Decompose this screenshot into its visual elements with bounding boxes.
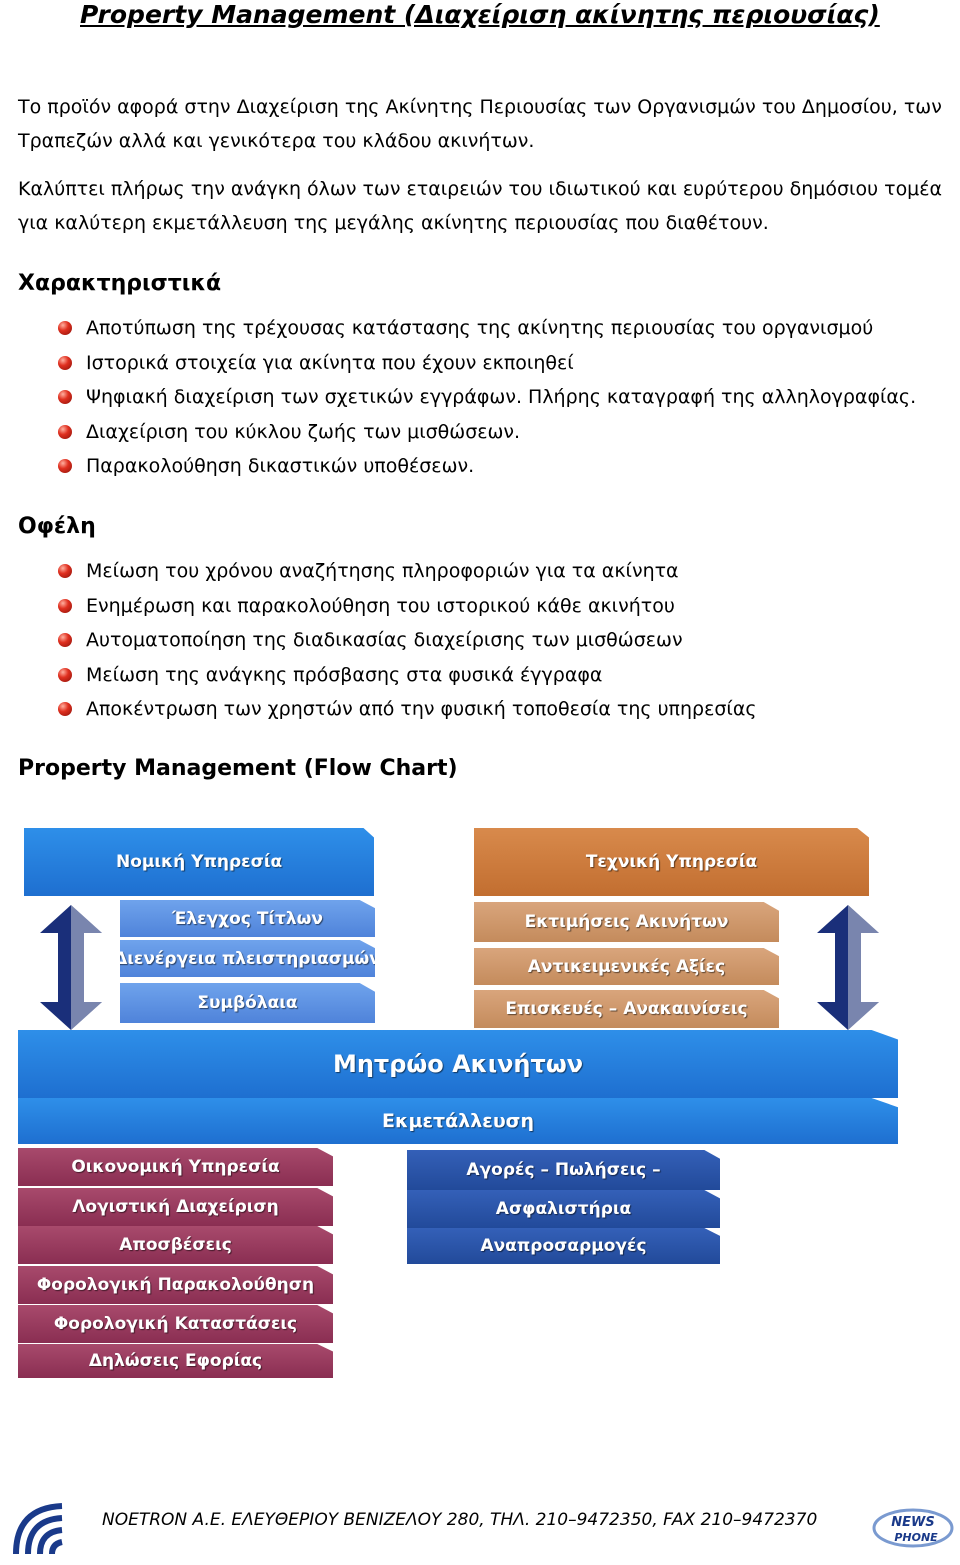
- flowchart-heading: Property Management (Flow Chart): [18, 756, 458, 781]
- list-item: Μείωση του χρόνου αναζήτησης πληροφοριών…: [58, 554, 757, 589]
- list-item-text: Ενημέρωση και παρακολούθηση του ιστορικο…: [86, 594, 675, 617]
- exploitation-banner: Εκμετάλλευση: [18, 1098, 898, 1144]
- commercial-item-insurance: Ασφαλιστήρια: [407, 1190, 720, 1228]
- double-arrow-icon: [817, 905, 879, 1030]
- benefits-heading: Οφέλη: [18, 514, 96, 539]
- list-item: Διαχείριση του κύκλου ζωής των μισθώσεων…: [58, 415, 916, 450]
- page-title: Property Management (Διαχείριση ακίνητης…: [80, 0, 880, 29]
- bullet-icon: [58, 667, 72, 682]
- list-item-text: Αυτοματοποίηση της διαδικασίας διαχείρισ…: [86, 629, 683, 652]
- list-item: Ενημέρωση και παρακολούθηση του ιστορικο…: [58, 589, 757, 624]
- intro-paragraph-1: Το προϊόν αφορά στην Διαχείριση της Ακίν…: [18, 96, 942, 152]
- svg-text:PHONE: PHONE: [894, 1531, 938, 1544]
- flowchart: Νομική Υπηρεσία Έλεγχος Τίτλων Διενέργει…: [0, 820, 960, 1390]
- footer-contact: NOETRON A.E. ΕΛΕΥΘΕΡΙΟΥ ΒΕΝΙΖΕΛΟΥ 280, Τ…: [102, 1510, 818, 1530]
- technical-item-objective-values: Αντικειμενικές Αξίες: [474, 948, 779, 985]
- list-item-text: Αποκέντρωση των χρηστών από την φυσική τ…: [86, 698, 757, 721]
- financial-item-tax-statements: Φορολογική Καταστάσεις: [18, 1305, 333, 1343]
- intro-paragraph-2: Καλύπτει πλήρως την ανάγκη όλων των εται…: [18, 178, 943, 234]
- technical-item-repairs: Επισκευές – Ανακαινίσεις: [474, 990, 779, 1028]
- list-item-text: Μείωση του χρόνου αναζήτησης πληροφοριών…: [86, 560, 679, 583]
- bullet-icon: [58, 321, 72, 336]
- list-item: Ιστορικά στοιχεία για ακίνητα που έχουν …: [58, 346, 916, 381]
- list-item: Μείωση της ανάγκης πρόσβασης στα φυσικά …: [58, 658, 757, 693]
- list-item-text: Αποτύπωση της τρέχουσας κατάστασης της α…: [86, 317, 874, 340]
- list-item: Αποκέντρωση των χρηστών από την φυσική τ…: [58, 692, 757, 727]
- bullet-icon: [58, 424, 72, 439]
- technical-item-valuations: Εκτιμήσεις Ακινήτων: [474, 902, 779, 942]
- bullet-icon: [58, 598, 72, 613]
- double-arrow-icon: [40, 905, 102, 1030]
- financial-item-tax-declarations: Δηλώσεις Εφορίας: [18, 1344, 333, 1378]
- bullet-icon: [58, 355, 72, 370]
- property-registry-banner: Μητρώο Ακινήτων: [18, 1030, 898, 1098]
- list-item-text: Διαχείριση του κύκλου ζωής των μισθώσεων…: [86, 420, 521, 443]
- list-item-text: Μείωση της ανάγκης πρόσβασης στα φυσικά …: [86, 663, 603, 686]
- legal-item-auctions: Διενέργεια πλειστηριασμών: [120, 940, 375, 977]
- list-item: Αποτύπωση της τρέχουσας κατάστασης της α…: [58, 311, 916, 346]
- financial-item-depreciation: Αποσβέσεις: [18, 1226, 333, 1264]
- features-heading: Χαρακτηριστικά: [18, 271, 222, 296]
- noetron-logo-icon: [13, 1503, 63, 1555]
- financial-service-header: Οικονομική Υπηρεσία: [18, 1148, 333, 1186]
- financial-item-accounting: Λογιστική Διαχείριση: [18, 1188, 333, 1226]
- commercial-item-sales: Αγορές – Πωλήσεις –: [407, 1150, 720, 1190]
- list-item: Αυτοματοποίηση της διαδικασίας διαχείρισ…: [58, 623, 757, 658]
- features-list: Αποτύπωση της τρέχουσας κατάστασης της α…: [58, 311, 916, 484]
- list-item-text: Ιστορικά στοιχεία για ακίνητα που έχουν …: [86, 351, 574, 374]
- newsphone-logo-text: NEWS: [891, 1515, 934, 1530]
- financial-item-tax-monitoring: Φορολογική Παρακολούθηση: [18, 1266, 333, 1304]
- bullet-icon: [58, 459, 72, 474]
- commercial-item-adjustments: Αναπροσαρμογές: [407, 1228, 720, 1264]
- list-item-text: Ψηφιακή διαχείριση των σχετικών εγγράφων…: [86, 386, 917, 409]
- list-item: Παρακολούθηση δικαστικών υποθέσεων.: [58, 449, 916, 484]
- legal-item-title-check: Έλεγχος Τίτλων: [120, 900, 375, 937]
- newsphone-logo-icon: NEWS PHONE: [872, 1508, 954, 1548]
- bullet-icon: [58, 702, 72, 717]
- technical-service-header: Τεχνική Υπηρεσία: [474, 828, 869, 896]
- list-item-text: Παρακολούθηση δικαστικών υποθέσεων.: [86, 455, 475, 478]
- bullet-icon: [58, 564, 72, 579]
- benefits-list: Μείωση του χρόνου αναζήτησης πληροφοριών…: [58, 554, 757, 727]
- legal-item-contracts: Συμβόλαια: [120, 983, 375, 1023]
- bullet-icon: [58, 633, 72, 648]
- bullet-icon: [58, 390, 72, 405]
- legal-service-header: Νομική Υπηρεσία: [24, 828, 374, 896]
- list-item: Ψηφιακή διαχείριση των σχετικών εγγράφων…: [58, 380, 916, 415]
